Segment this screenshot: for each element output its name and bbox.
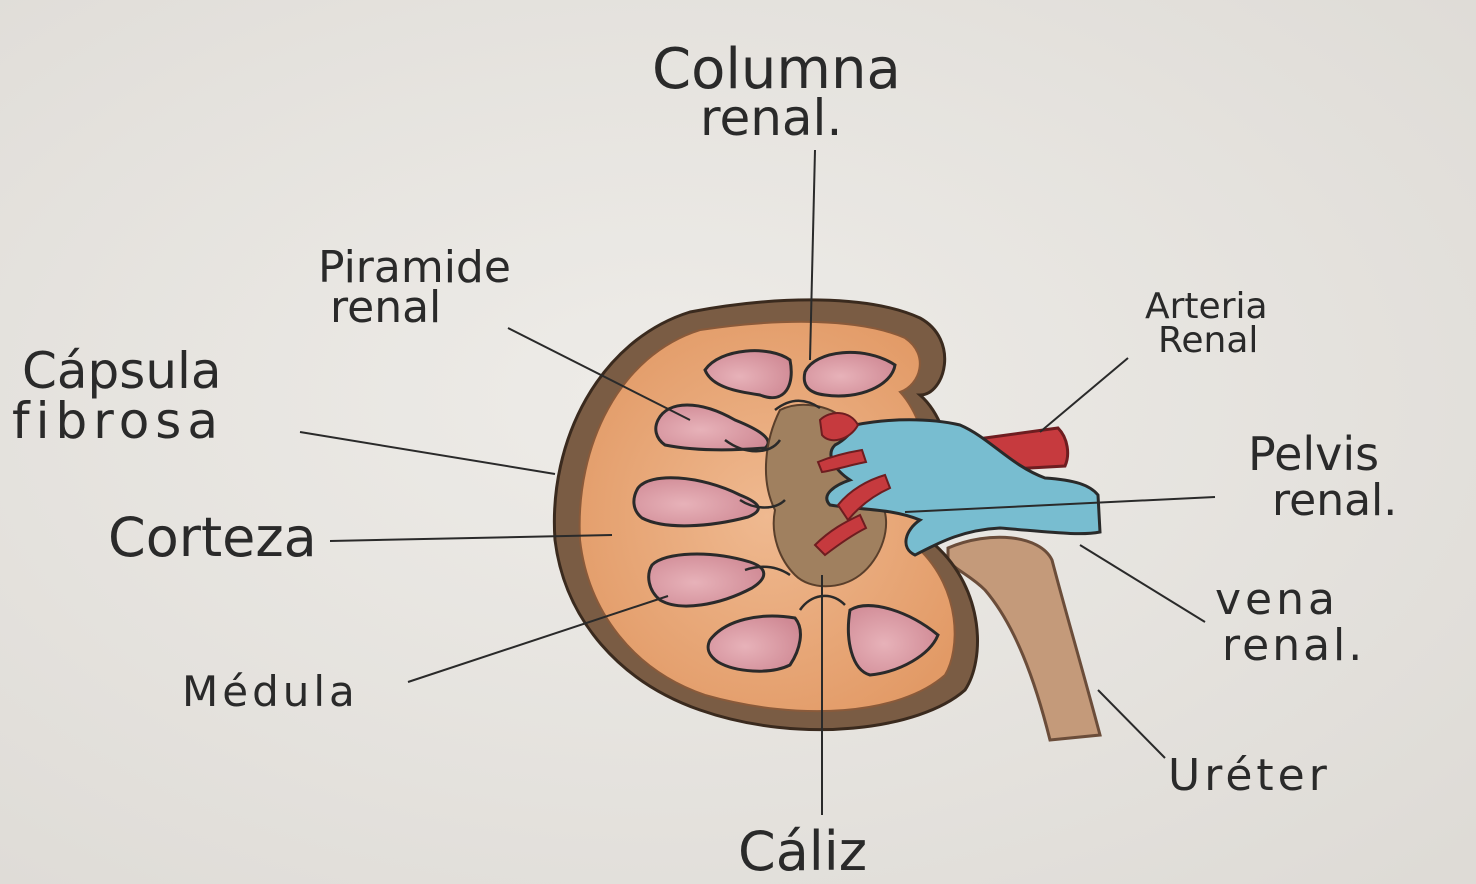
- label-pelvis-line2: renal.: [1272, 475, 1397, 526]
- label-vena-line2: renal.: [1222, 620, 1365, 671]
- label-vena-line1: vena: [1215, 574, 1339, 625]
- label-corteza: Corteza: [108, 506, 317, 569]
- label-columna-line2: renal.: [700, 89, 842, 147]
- label-piramide-line2: renal: [330, 282, 441, 333]
- label-pelvis-line1: Pelvis: [1248, 427, 1379, 481]
- label-ureter: Uréter: [1168, 750, 1331, 801]
- label-medula: Médula: [182, 667, 359, 716]
- label-arteria-line2: Renal: [1158, 320, 1258, 361]
- label-caliz: Cáliz: [738, 820, 867, 883]
- label-capsula-line2: fibrosa: [12, 392, 224, 450]
